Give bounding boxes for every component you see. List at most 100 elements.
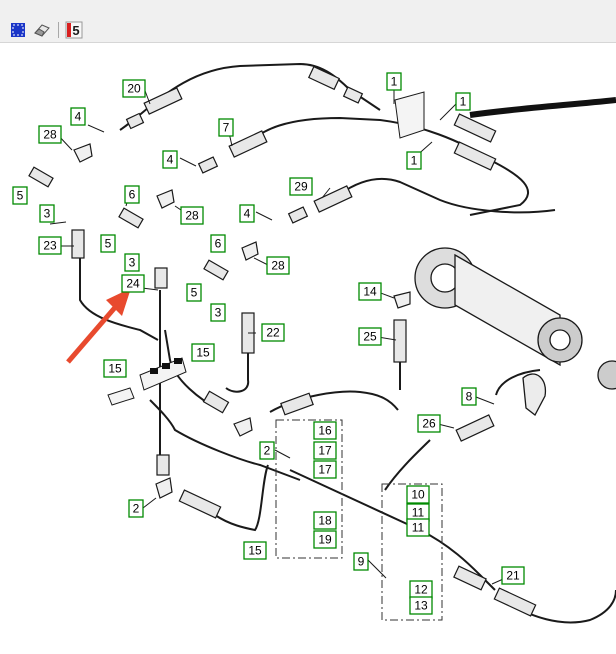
svg-text:2: 2 — [264, 444, 271, 458]
callout-3a[interactable]: 3 — [39, 204, 55, 223]
callout-4b[interactable]: 4 — [162, 150, 178, 169]
callout-18[interactable]: 18 — [313, 511, 337, 530]
callout-3b[interactable]: 3 — [124, 253, 140, 272]
svg-text:6: 6 — [129, 188, 136, 202]
svg-text:4: 4 — [167, 153, 174, 167]
callout-10[interactable]: 10 — [406, 485, 430, 504]
callout-1a[interactable]: 1 — [386, 72, 402, 91]
svg-text:9: 9 — [358, 555, 365, 569]
toolbar-separator — [58, 22, 59, 38]
svg-text:15: 15 — [248, 544, 262, 558]
svg-text:16: 16 — [318, 424, 332, 438]
svg-text:4: 4 — [75, 110, 82, 124]
callout-20[interactable]: 20 — [122, 79, 146, 98]
callout-11b[interactable]: 11 — [406, 518, 430, 537]
callout-23[interactable]: 23 — [38, 236, 62, 255]
callout-6b[interactable]: 6 — [210, 234, 226, 253]
svg-text:26: 26 — [422, 417, 436, 431]
svg-text:19: 19 — [318, 533, 332, 547]
mounting-bracket — [394, 91, 425, 139]
callout-1b[interactable]: 1 — [455, 92, 471, 111]
callout-6a[interactable]: 6 — [124, 185, 140, 204]
svg-text:5: 5 — [72, 23, 79, 38]
svg-text:28: 28 — [185, 209, 199, 223]
callout-1c[interactable]: 1 — [406, 151, 422, 170]
callout-17b[interactable]: 17 — [313, 460, 337, 479]
callout-22[interactable]: 22 — [261, 323, 285, 342]
callout-17a[interactable]: 17 — [313, 441, 337, 460]
callout-15c[interactable]: 15 — [243, 541, 267, 560]
five-button[interactable]: 5 — [64, 21, 84, 39]
callout-25[interactable]: 25 — [358, 327, 382, 346]
callout-4c[interactable]: 4 — [239, 204, 255, 223]
callout-2b[interactable]: 2 — [128, 499, 144, 518]
five-icon: 5 — [65, 21, 83, 39]
svg-text:1: 1 — [391, 75, 398, 89]
callout-8[interactable]: 8 — [461, 387, 477, 406]
callout-19[interactable]: 19 — [313, 530, 337, 549]
callout-16[interactable]: 16 — [313, 421, 337, 440]
svg-text:15: 15 — [108, 362, 122, 376]
svg-text:3: 3 — [44, 207, 51, 221]
eraser-icon — [34, 24, 50, 37]
callout-28a[interactable]: 28 — [38, 125, 62, 144]
callout-5c[interactable]: 5 — [186, 283, 202, 302]
svg-text:1: 1 — [460, 95, 467, 109]
svg-text:8: 8 — [466, 390, 473, 404]
callout-12[interactable]: 12 — [409, 580, 433, 599]
svg-text:14: 14 — [363, 285, 377, 299]
callout-24[interactable]: 24 — [121, 274, 145, 293]
callout-5a[interactable]: 5 — [12, 186, 28, 205]
svg-text:11: 11 — [412, 521, 425, 535]
svg-text:4: 4 — [244, 207, 251, 221]
axle-assembly — [414, 247, 616, 416]
diagram-canvas: 1 1 1 20 4 28 7 4 29 5 6 3 28 4 5 6 23 3… — [0, 43, 616, 649]
callout-14[interactable]: 14 — [358, 282, 382, 301]
fittings — [28, 65, 537, 617]
callout-28c[interactable]: 28 — [266, 256, 290, 275]
svg-text:5: 5 — [191, 286, 198, 300]
callout-15a[interactable]: 15 — [191, 343, 215, 362]
callout-9[interactable]: 9 — [353, 552, 369, 571]
svg-text:23: 23 — [43, 239, 57, 253]
callout-15b[interactable]: 15 — [103, 359, 127, 378]
select-all-button[interactable] — [8, 21, 28, 39]
elbow-fittings — [73, 143, 411, 499]
callout-11a[interactable]: 11 — [406, 503, 430, 522]
svg-text:20: 20 — [127, 82, 141, 96]
callout-29[interactable]: 29 — [289, 177, 313, 196]
svg-text:3: 3 — [129, 256, 136, 270]
svg-text:28: 28 — [43, 128, 57, 142]
manifold-block — [107, 357, 187, 406]
main-hose — [469, 97, 616, 118]
parts-diagram: 1 1 1 20 4 28 7 4 29 5 6 3 28 4 5 6 23 3… — [12, 62, 616, 624]
eraser-button[interactable] — [32, 21, 52, 39]
svg-text:7: 7 — [223, 121, 230, 135]
svg-text:2: 2 — [133, 502, 140, 516]
svg-text:29: 29 — [294, 180, 308, 194]
svg-text:22: 22 — [266, 326, 280, 340]
svg-text:17: 17 — [318, 463, 332, 477]
svg-text:5: 5 — [17, 189, 24, 203]
callout-21[interactable]: 21 — [501, 566, 525, 585]
svg-text:24: 24 — [126, 277, 140, 291]
svg-text:10: 10 — [411, 488, 425, 502]
callout-3c[interactable]: 3 — [210, 303, 226, 322]
svg-text:18: 18 — [318, 514, 332, 528]
toolbar: 5 — [0, 0, 616, 43]
callout-7[interactable]: 7 — [218, 118, 234, 137]
svg-text:15: 15 — [196, 346, 210, 360]
svg-text:13: 13 — [414, 599, 428, 613]
svg-text:1: 1 — [411, 154, 418, 168]
svg-text:17: 17 — [318, 444, 332, 458]
callout-13[interactable]: 13 — [409, 596, 433, 615]
callout-28b[interactable]: 28 — [180, 206, 204, 225]
callout-4a[interactable]: 4 — [70, 107, 86, 126]
callout-26[interactable]: 26 — [417, 414, 441, 433]
callout-2a[interactable]: 2 — [259, 441, 275, 460]
svg-text:11: 11 — [412, 506, 425, 520]
svg-text:21: 21 — [506, 569, 520, 583]
callout-5b[interactable]: 5 — [100, 234, 116, 253]
select-all-icon — [11, 23, 25, 37]
svg-text:28: 28 — [271, 259, 285, 273]
